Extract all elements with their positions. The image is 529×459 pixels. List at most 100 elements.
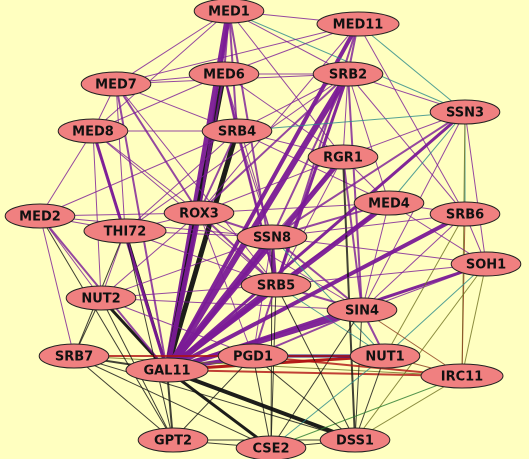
- edge-soh1-srb5: [275, 263, 487, 286]
- edge-gal11-srb2: [164, 71, 351, 373]
- edge-nut2-pgd1: [100, 297, 254, 357]
- node-shape[interactable]: [217, 343, 289, 369]
- edge-med4-sin4: [361, 202, 390, 311]
- node-med11[interactable]: MED11: [316, 11, 400, 37]
- node-ssn8[interactable]: SSN8: [236, 224, 308, 250]
- node-label: MED7: [95, 78, 137, 93]
- edge-ssn3-srb4: [236, 111, 466, 132]
- node-label: CSE2: [252, 442, 289, 457]
- node-shape[interactable]: [163, 200, 235, 226]
- node-med8[interactable]: MED8: [57, 118, 129, 144]
- node-med4[interactable]: MED4: [353, 190, 425, 216]
- node-shape[interactable]: [326, 297, 398, 323]
- edge-sin4-cse2: [270, 309, 363, 449]
- node-label: MED2: [19, 210, 61, 225]
- node-shape[interactable]: [316, 11, 400, 37]
- edge-med2-srb7: [39, 215, 75, 357]
- node-shape[interactable]: [240, 272, 312, 298]
- node-irc11[interactable]: IRC11: [420, 363, 504, 389]
- node-label: MED4: [368, 197, 410, 212]
- node-label: SRB6: [446, 208, 484, 223]
- node-med1[interactable]: MED1: [193, 0, 265, 24]
- node-label: MED8: [72, 125, 114, 140]
- edge-med11-med7: [115, 23, 359, 85]
- node-shape[interactable]: [429, 99, 501, 125]
- edge-med8-rox3: [92, 130, 200, 214]
- node-med7[interactable]: MED7: [80, 71, 152, 97]
- node-nut2[interactable]: NUT2: [65, 285, 137, 311]
- node-ssn3[interactable]: SSN3: [429, 99, 501, 125]
- edge-ssn3-soh1: [464, 111, 487, 265]
- node-dss1[interactable]: DSS1: [319, 427, 391, 453]
- node-shape[interactable]: [137, 427, 209, 453]
- edge-soh1-nut1: [384, 263, 487, 357]
- edge-rgr1-sin4: [342, 156, 363, 311]
- edge-med2-nut2: [39, 215, 102, 299]
- node-pgd1[interactable]: PGD1: [217, 343, 289, 369]
- node-shape[interactable]: [349, 343, 421, 369]
- edge-irc11-cse2: [270, 375, 463, 449]
- node-shape[interactable]: [319, 427, 391, 453]
- node-sin4[interactable]: SIN4: [326, 297, 398, 323]
- node-shape[interactable]: [80, 71, 152, 97]
- edge-ssn3-ssn8: [271, 111, 466, 238]
- node-rgr1[interactable]: RGR1: [307, 144, 379, 170]
- node-shape[interactable]: [65, 285, 137, 311]
- edge-srb7-dss1: [73, 355, 356, 441]
- node-shape[interactable]: [38, 343, 110, 369]
- node-srb7[interactable]: SRB7: [38, 343, 110, 369]
- node-soh1[interactable]: SOH1: [450, 251, 522, 277]
- node-med6[interactable]: MED6: [188, 61, 260, 87]
- edge-srb2-rox3: [198, 73, 349, 214]
- edge-ssn8-cse2: [270, 236, 273, 449]
- node-shape[interactable]: [312, 61, 384, 87]
- node-shape[interactable]: [83, 218, 167, 244]
- edge-nut2-sin4: [100, 297, 363, 311]
- edge-srb5-nut1: [275, 284, 386, 357]
- node-shape[interactable]: [420, 363, 504, 389]
- node-shape[interactable]: [236, 224, 308, 250]
- node-label: NUT2: [81, 292, 120, 307]
- node-shape[interactable]: [429, 201, 501, 227]
- node-shape[interactable]: [307, 144, 379, 170]
- edge-srb7-cse2: [73, 355, 272, 449]
- edge-med8-med2: [39, 130, 94, 217]
- node-shape[interactable]: [57, 118, 129, 144]
- node-srb6[interactable]: SRB6: [429, 201, 501, 227]
- edge-srb4-med4: [236, 130, 390, 204]
- edge-med2-srb4: [39, 130, 238, 217]
- node-shape[interactable]: [188, 61, 260, 87]
- edge-soh1-irc11: [461, 263, 487, 377]
- edge-sin4-dss1: [354, 309, 363, 441]
- node-shape[interactable]: [353, 190, 425, 216]
- node-cse2[interactable]: CSE2: [235, 435, 307, 459]
- edge-srb2-srb6: [347, 73, 466, 215]
- node-gpt2[interactable]: GPT2: [137, 427, 209, 453]
- node-shape[interactable]: [201, 118, 273, 144]
- edge-rox3-pgd1: [198, 212, 254, 357]
- node-nut1[interactable]: NUT1: [349, 343, 421, 369]
- node-shape[interactable]: [450, 251, 522, 277]
- node-thi72[interactable]: THI72: [83, 218, 167, 244]
- node-label: SRB2: [329, 68, 367, 83]
- node-gal11[interactable]: GAL11: [125, 357, 209, 383]
- edge-med11-rox3: [198, 23, 359, 214]
- node-srb4[interactable]: SRB4: [201, 118, 273, 144]
- edge-med6-rox3: [198, 73, 225, 214]
- edge-srb2-sin4: [347, 73, 363, 311]
- edge-pgd1-dss1: [252, 355, 356, 441]
- node-srb5[interactable]: SRB5: [240, 272, 312, 298]
- node-srb2[interactable]: SRB2: [312, 61, 384, 87]
- node-shape[interactable]: [235, 435, 307, 459]
- edge-rgr1-rox3: [198, 156, 344, 214]
- node-shape[interactable]: [193, 0, 265, 24]
- node-rox3[interactable]: ROX3: [163, 200, 235, 226]
- node-shape[interactable]: [4, 203, 76, 229]
- edge-med11-srb6: [357, 23, 466, 215]
- node-med2[interactable]: MED2: [4, 203, 76, 229]
- edge-srb4-srb5: [236, 130, 277, 286]
- edge-nut1-dss1: [354, 355, 386, 441]
- node-shape[interactable]: [125, 357, 209, 383]
- node-label: SIN4: [345, 304, 379, 319]
